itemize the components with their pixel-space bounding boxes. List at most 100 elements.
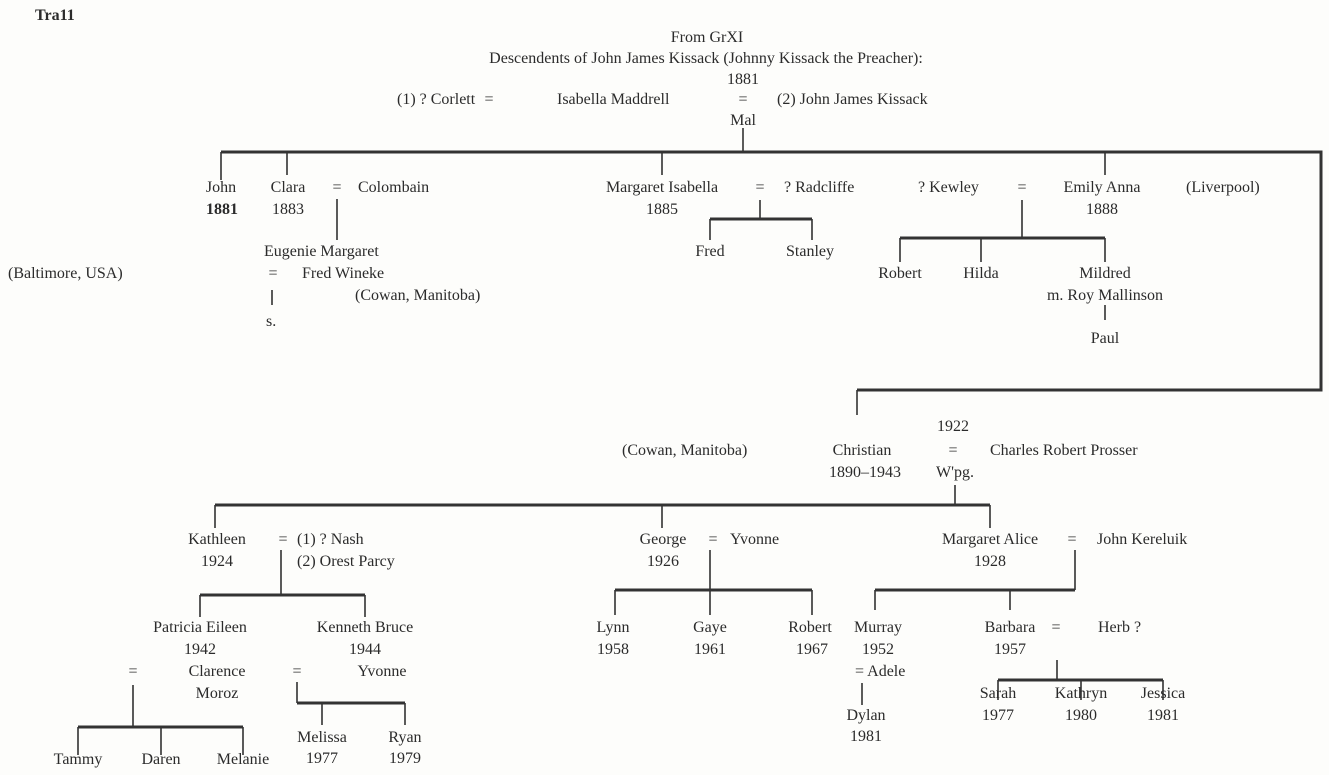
person-year: 1888: [1086, 201, 1118, 218]
spouse-name: Herb ?: [1098, 619, 1141, 636]
person-name: Mildred: [1079, 265, 1131, 282]
spouse-name: Charles Robert Prosser: [990, 442, 1138, 459]
person-name: Fred: [695, 243, 724, 260]
person-name: Melanie: [217, 751, 269, 768]
person-year: 1957: [994, 641, 1026, 658]
connector: [899, 200, 1106, 320]
marriage-sign: =: [1067, 531, 1076, 548]
person-year: 1885: [646, 201, 678, 218]
spouse-name: Clarence: [189, 663, 246, 680]
person-year: 1961: [694, 641, 726, 658]
person-name: Emily Anna: [1064, 179, 1141, 196]
person-name: Paul: [1091, 330, 1120, 347]
spouse-name: Moroz: [196, 685, 239, 702]
person-name: Barbara: [985, 619, 1036, 636]
marriage-sign: =: [948, 442, 957, 459]
spouse-name: Colombain: [358, 179, 429, 196]
spouse-name: Yvonne: [357, 663, 406, 680]
first-spouse: (1) ? Corlett: [397, 91, 476, 108]
person-year: 1944: [349, 641, 381, 658]
person-year: 1890–1943: [829, 464, 901, 481]
source-label: From GrXI: [671, 29, 743, 46]
person-name: Margaret Isabella: [606, 179, 718, 196]
marriage-sign: =: [332, 179, 341, 196]
person-name: Robert: [788, 619, 832, 636]
tree-lines: [77, 128, 1323, 755]
spouse-name: ? Radcliffe: [784, 179, 854, 196]
person-place: (Baltimore, USA): [8, 265, 123, 282]
spouse-name: = Adele: [855, 663, 905, 680]
person-name: Kathleen: [188, 531, 246, 548]
marriage-sign: =: [708, 531, 717, 548]
connector: [77, 685, 244, 755]
marriage-sign: =: [278, 531, 287, 548]
person-year: 1958: [597, 641, 629, 658]
marriage-place: W'pg.: [936, 464, 974, 481]
person-name: Stanley: [786, 243, 834, 260]
person-name: Murray: [854, 619, 902, 636]
person-name: Margaret Alice: [942, 531, 1038, 548]
person-name: Clara: [271, 179, 306, 196]
connector: [220, 152, 1106, 180]
person-name: Daren: [141, 751, 180, 768]
marriage-sign: =: [755, 179, 764, 196]
person-name: s.: [266, 313, 276, 330]
connector: [271, 199, 338, 305]
person-name: Christian: [833, 442, 892, 459]
marriage-sign: =: [738, 91, 747, 108]
marriage-place: Mal: [730, 112, 756, 129]
connector: [709, 200, 813, 240]
person-year: 1881: [206, 201, 238, 218]
person-name: Kathryn: [1055, 685, 1107, 702]
person-name: Robert: [878, 265, 922, 282]
spouse-name: Yvonne: [730, 531, 779, 548]
marriage-sign: =: [1017, 179, 1026, 196]
person-year: 1926: [647, 553, 679, 570]
wife-name: Isabella Maddrell: [557, 91, 670, 108]
person-year: 1928: [974, 553, 1006, 570]
person-year: 1979: [389, 750, 421, 767]
person-year: 1967: [796, 641, 828, 658]
person-name: Jessica: [1141, 685, 1185, 702]
person-year: 1952: [862, 641, 894, 658]
marriage-sign: =: [128, 663, 137, 680]
person-year: 1883: [272, 201, 304, 218]
spouse-name: (2) Orest Parcy: [297, 553, 395, 570]
person-year: 1924: [201, 553, 233, 570]
connector: [296, 682, 406, 725]
person-name: Hilda: [963, 265, 999, 282]
spouse-name: Fred Wineke: [302, 265, 384, 282]
spouse-name: m. Roy Mallinson: [1047, 287, 1163, 304]
marriage-sign: =: [484, 91, 493, 108]
person-name: Dylan: [846, 707, 885, 724]
person-name: Tammy: [54, 751, 103, 768]
tree-title: Descendents of John James Kissack (Johnn…: [489, 50, 923, 67]
connector: [874, 550, 1076, 610]
person-year: 1977: [982, 707, 1014, 724]
person-year: 1980: [1065, 707, 1097, 724]
marriage-sign: =: [268, 265, 277, 282]
person-year: 1977: [306, 750, 338, 767]
person-name: Patricia Eileen: [153, 619, 247, 636]
page-code: Tra11: [35, 7, 75, 24]
connector: [221, 150, 1323, 392]
person-name: Kenneth Bruce: [317, 619, 413, 636]
person-name: Sarah: [980, 685, 1016, 702]
person-name: Melissa: [297, 729, 347, 746]
marriage-year: 1881: [727, 71, 759, 88]
person-name: Ryan: [388, 729, 421, 746]
person-name: John: [206, 179, 236, 196]
connector: [214, 485, 991, 528]
spouse-name: ? Kewley: [918, 179, 979, 196]
person-year: 1981: [850, 728, 882, 745]
spouse-name: (1) ? Nash: [297, 531, 364, 548]
person-place: (Liverpool): [1186, 179, 1260, 196]
person-name: Lynn: [597, 619, 630, 636]
connector: [997, 660, 1164, 700]
marriage-sign: =: [1051, 619, 1060, 636]
person-year: 1981: [1147, 707, 1179, 724]
person-place: (Cowan, Manitoba): [355, 287, 480, 304]
person-name: George: [640, 531, 687, 548]
person-place: (Cowan, Manitoba): [622, 442, 747, 459]
